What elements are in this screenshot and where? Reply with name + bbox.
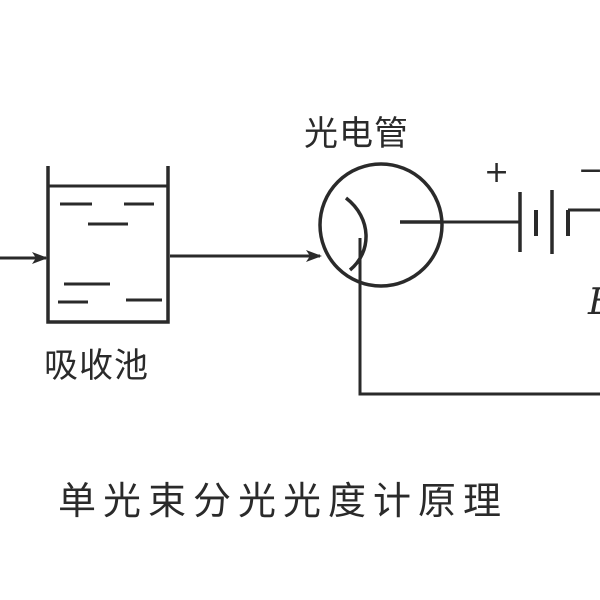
phototube-label: 光电管	[304, 114, 409, 154]
absorption-cell-label: 吸收池	[44, 346, 149, 386]
partial-voltage-label: E	[588, 282, 600, 323]
diagram-caption: 单光束分光光度计原理	[58, 479, 509, 523]
phototube-cathode	[344, 196, 368, 272]
battery	[518, 190, 600, 254]
cell-outline	[46, 166, 170, 324]
phototube	[318, 162, 444, 288]
wire-cathode-return	[358, 238, 600, 396]
phototube-envelope	[318, 162, 444, 288]
cell-liquid-dashes	[58, 202, 162, 304]
battery-plus-sign: +	[484, 155, 510, 190]
battery-minus-sign: −	[578, 153, 600, 188]
absorption-cell	[46, 166, 170, 324]
